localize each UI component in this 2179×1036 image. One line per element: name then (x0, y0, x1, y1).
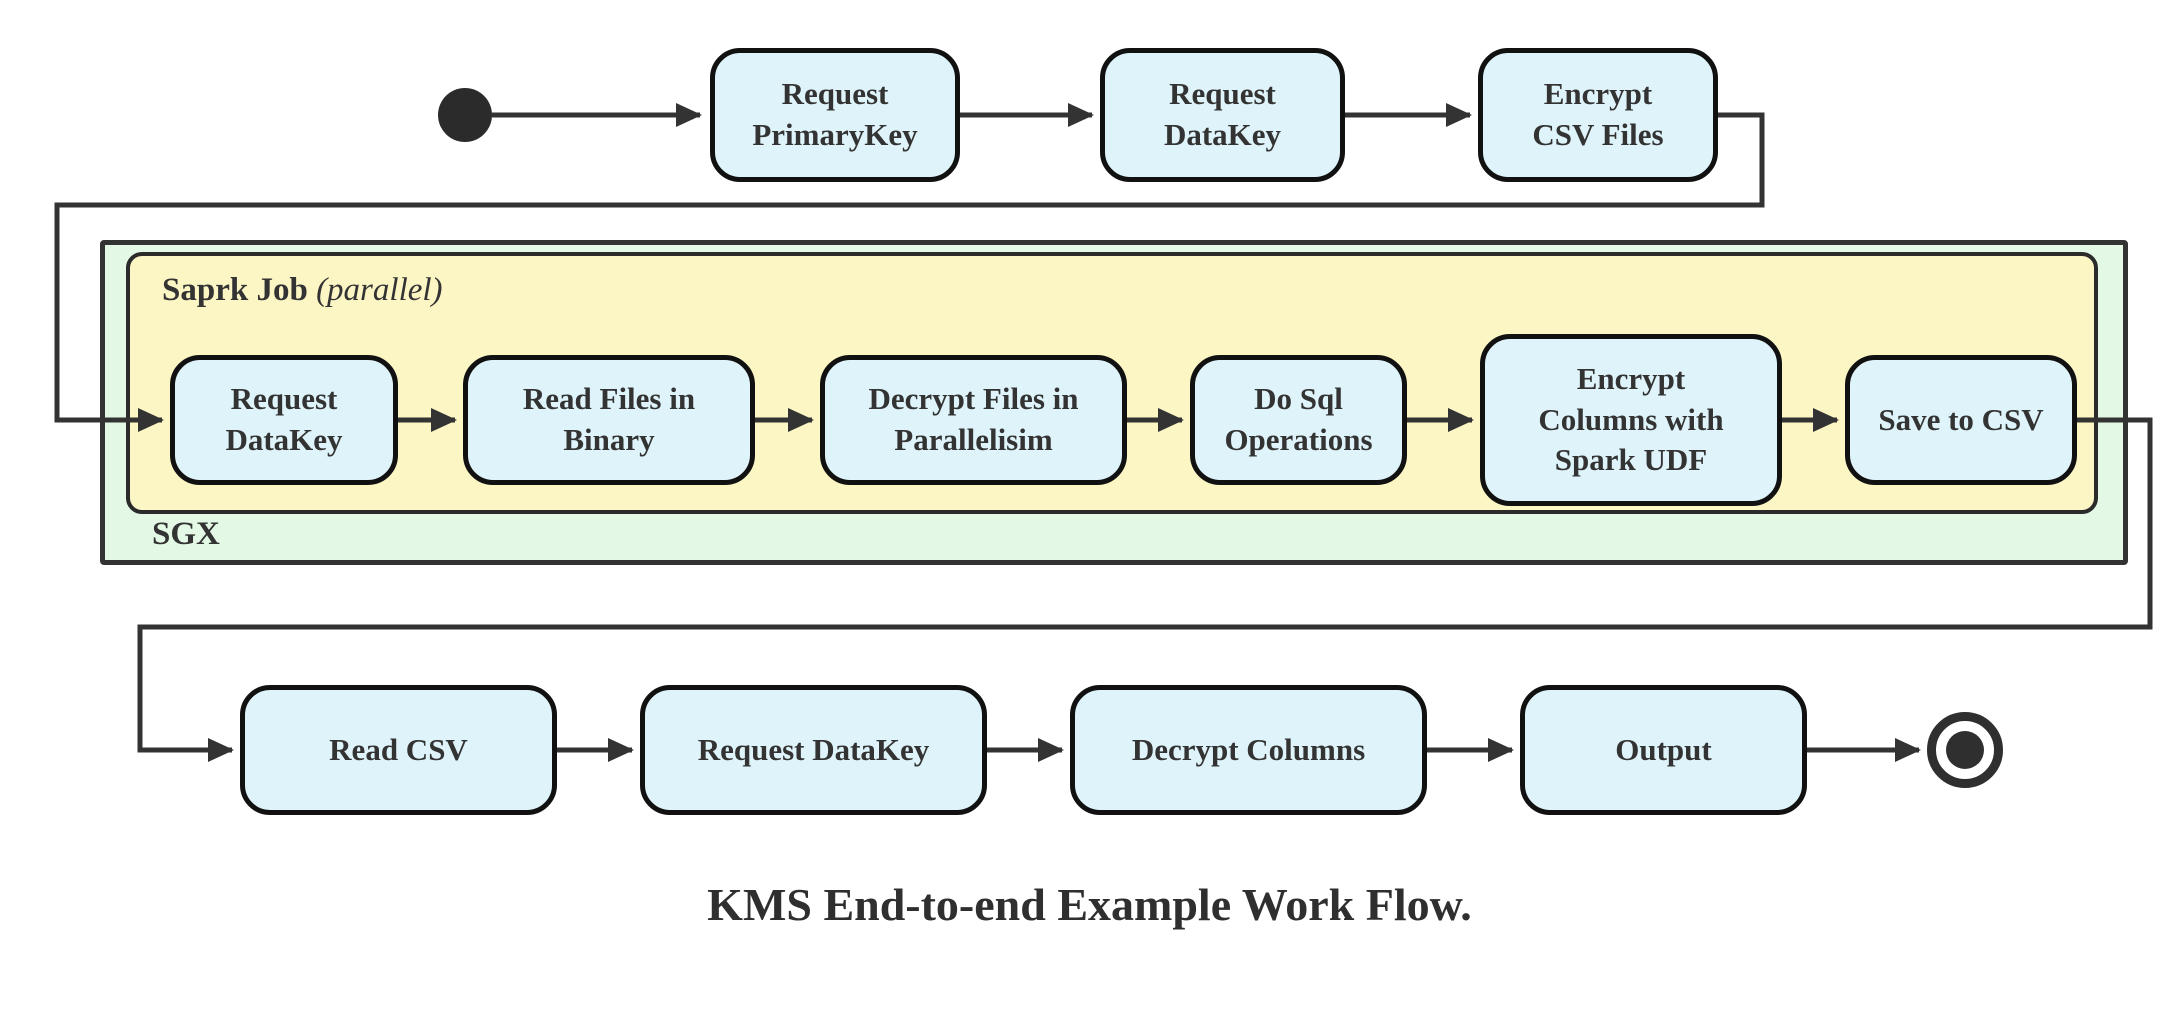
spark-job-label-bold: Saprk Job (162, 272, 308, 308)
node-decrypt-files-in-parallelisim: Decrypt Files in Parallelisim (820, 355, 1127, 485)
start-state-icon (438, 88, 492, 142)
node-request-primarykey: Request PrimaryKey (710, 48, 960, 182)
node-do-sql-operations: Do Sql Operations (1190, 355, 1407, 485)
sgx-label: SGX (152, 516, 220, 552)
node-output: Output (1520, 685, 1807, 815)
node-sgx-request-datakey: Request DataKey (170, 355, 398, 485)
node-request-datakey-top: Request DataKey (1100, 48, 1345, 182)
diagram-caption: KMS End-to-end Example Work Flow. (707, 879, 1472, 930)
spark-job-label-parallel: (parallel) (316, 272, 443, 308)
node-decrypt-columns: Decrypt Columns (1070, 685, 1427, 815)
node-save-to-csv: Save to CSV (1845, 355, 2077, 485)
spark-job-label: Saprk Job (parallel) (162, 272, 443, 309)
node-encrypt-csv-files: Encrypt CSV Files (1478, 48, 1718, 182)
node-read-files-in-binary: Read Files in Binary (463, 355, 755, 485)
final-state-icon (1927, 712, 2003, 788)
node-encrypt-columns-with-spark-udf: Encrypt Columns with Spark UDF (1480, 334, 1782, 506)
final-state-inner-dot (1946, 731, 1984, 769)
node-read-csv: Read CSV (240, 685, 557, 815)
node-request-datakey-bottom: Request DataKey (640, 685, 987, 815)
